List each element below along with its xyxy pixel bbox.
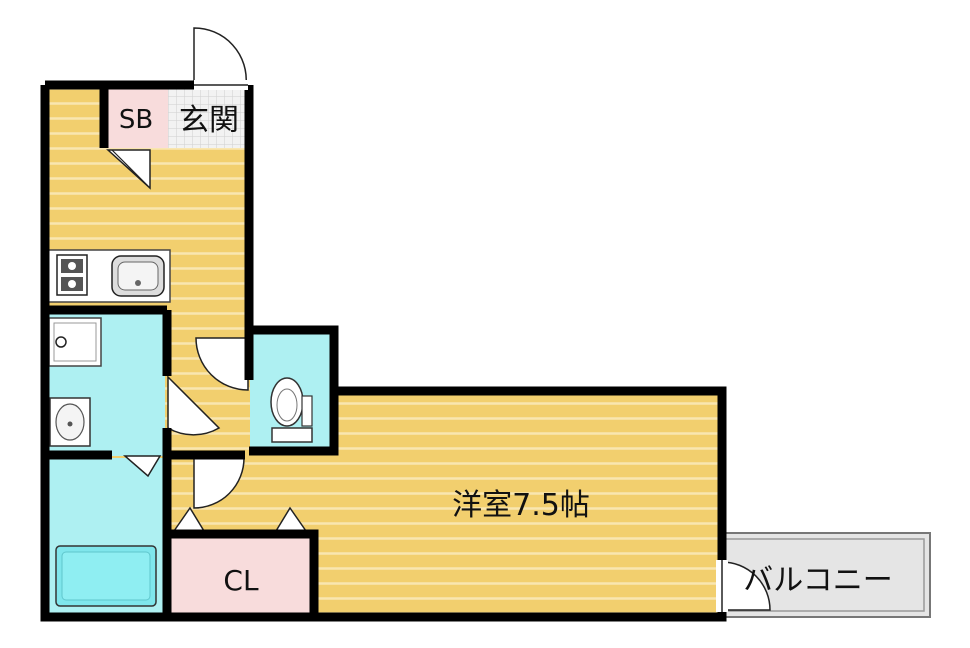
closet-label: CL: [223, 564, 259, 597]
entrance-floor: [168, 88, 248, 148]
room-door-icon: [193, 457, 245, 509]
entrance-label: 玄関: [179, 103, 239, 138]
door-swings: [106, 27, 771, 611]
washer-pan-icon: [48, 317, 102, 367]
bathtub-icon: [55, 545, 157, 607]
sink-icon: [111, 255, 165, 297]
wash-basin-icon: [49, 397, 91, 447]
bath-door-icon: [122, 455, 162, 478]
closet: [170, 534, 313, 616]
shoebox: [104, 88, 168, 148]
toilet-icon: [270, 377, 313, 443]
balcony-label: バルコニー: [743, 563, 892, 598]
front-door-icon: [193, 27, 247, 86]
sb-label: SB: [119, 105, 153, 135]
walls: [40, 80, 727, 622]
kitchen-counter: [47, 249, 171, 303]
sb-door-icon: [106, 149, 151, 190]
toilet-door-icon: [195, 337, 249, 391]
western-room-label: 洋室7.5帖: [452, 488, 590, 523]
stove-icon: [56, 254, 88, 296]
balcony-door-icon: [721, 561, 771, 611]
